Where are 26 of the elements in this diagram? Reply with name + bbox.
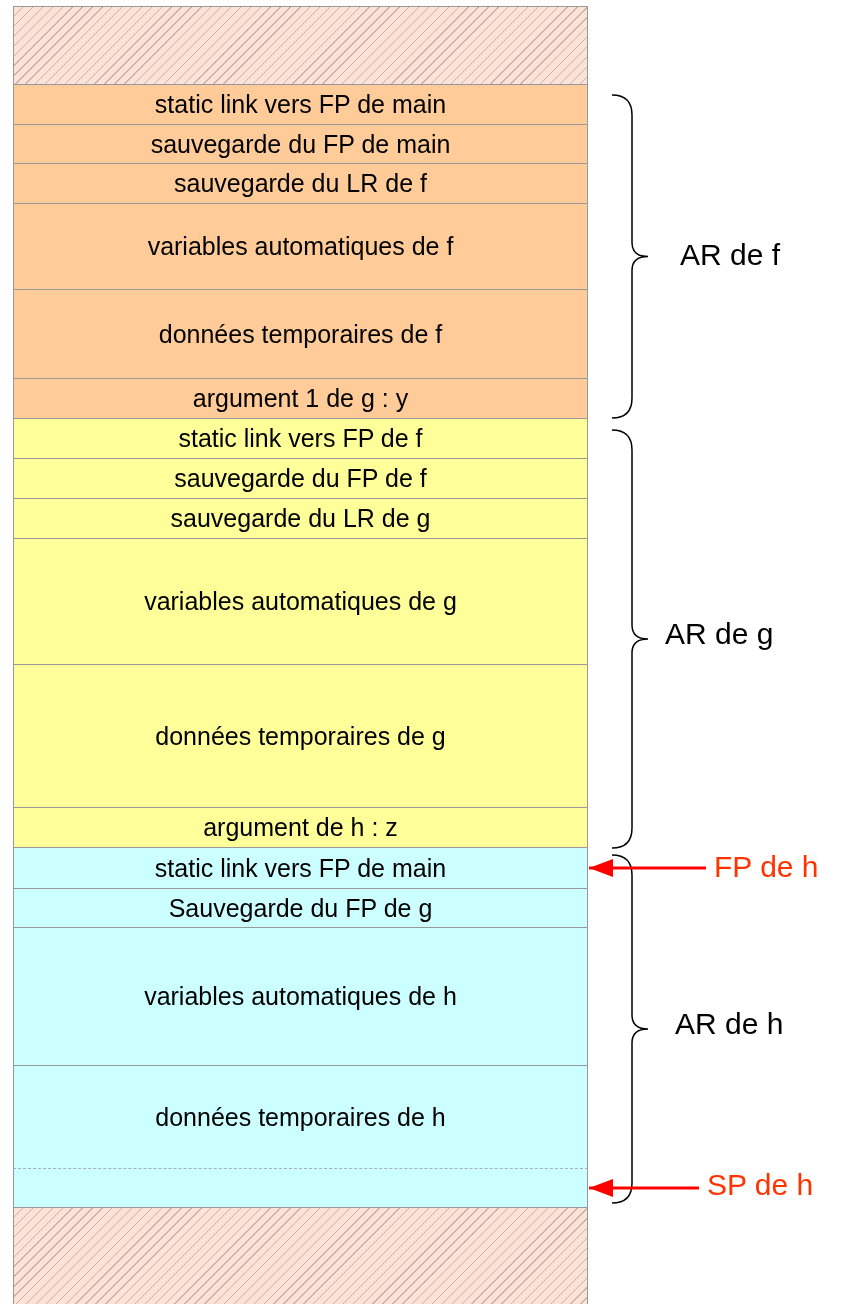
frame-label: AR de g bbox=[665, 617, 774, 651]
stack-cell: sauvegarde du LR de g bbox=[13, 498, 588, 539]
arrow bbox=[589, 1179, 699, 1197]
stack-cell: données temporaires de h bbox=[13, 1065, 588, 1169]
stack-cell: variables automatiques de h bbox=[13, 927, 588, 1066]
stack-cell: argument de h : z bbox=[13, 807, 588, 848]
stack-cell: static link vers FP de main bbox=[13, 84, 588, 125]
pointer-label: FP de h bbox=[714, 850, 819, 884]
arrow bbox=[589, 859, 706, 877]
stack-cell bbox=[13, 1168, 588, 1208]
stack-cell: argument 1 de g : y bbox=[13, 378, 588, 419]
stack-cell: Sauvegarde du FP de g bbox=[13, 888, 588, 928]
frame-label: AR de h bbox=[675, 1007, 784, 1041]
stack-cell: données temporaires de f bbox=[13, 289, 588, 379]
stack-cell: sauvegarde du LR de f bbox=[13, 163, 588, 204]
stack-cell: static link vers FP de main bbox=[13, 847, 588, 889]
stack-cell: sauvegarde du FP de f bbox=[13, 458, 588, 499]
stack-cell: données temporaires de g bbox=[13, 664, 588, 808]
stack-cell: variables automatiques de f bbox=[13, 203, 588, 290]
stack-cell: sauvegarde du FP de main bbox=[13, 124, 588, 164]
frame-label: AR de f bbox=[680, 238, 781, 272]
hatched-region bbox=[13, 1207, 588, 1304]
hatched-region bbox=[13, 6, 588, 85]
pointer-label: SP de h bbox=[707, 1168, 814, 1202]
stack-cell: static link vers FP de f bbox=[13, 418, 588, 459]
stack-cell: variables automatiques de g bbox=[13, 538, 588, 665]
